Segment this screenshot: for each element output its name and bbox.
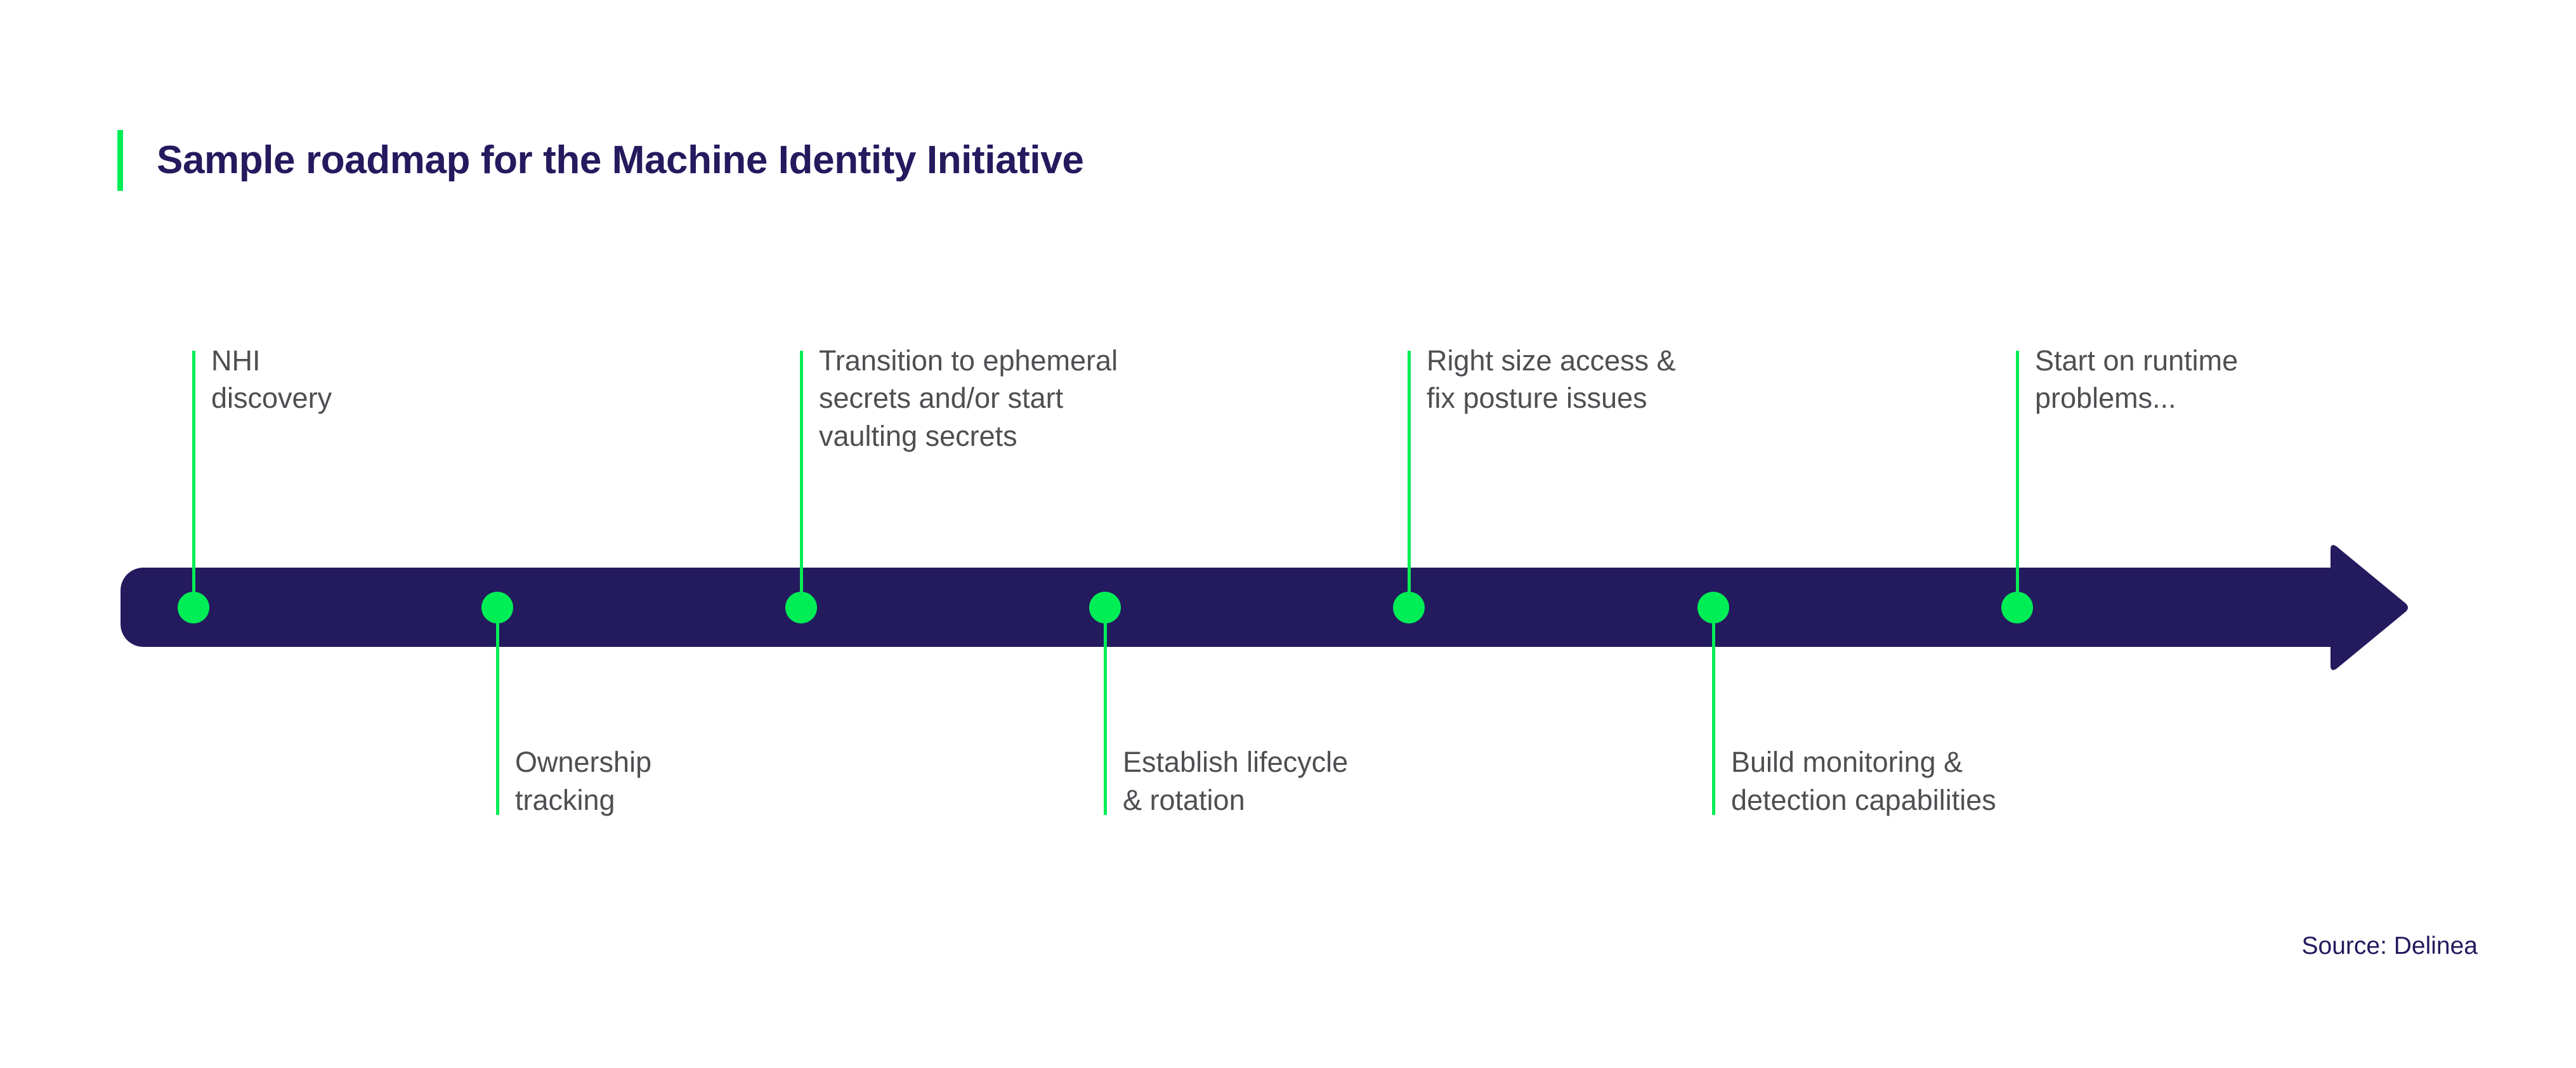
source-note: Source: Delinea: [2301, 932, 2478, 960]
milestone-label: Build monitoring & detection capabilitie…: [1731, 746, 1996, 816]
timeline-bar: [121, 568, 2331, 647]
milestone-label: Right size access & fix posture issues: [1427, 344, 1676, 415]
milestone-connector-line: [495, 608, 499, 815]
milestone-connector-line: [192, 351, 195, 608]
milestone-label: Ownership tracking: [515, 746, 652, 816]
milestone-connector-line: [2015, 351, 2019, 608]
milestone-dot[interactable]: [178, 592, 209, 623]
milestone-label: Transition to ephemeral secrets and/or s…: [819, 344, 1118, 452]
right-arrow-icon: [2324, 541, 2409, 674]
milestone-connector-line: [1407, 351, 1411, 608]
milestone-dot[interactable]: [2001, 592, 2033, 623]
milestone-connector-line: [1103, 608, 1107, 815]
title-text: Sample roadmap for the Machine Identity …: [157, 138, 1084, 182]
milestone-dot[interactable]: [1393, 592, 1425, 623]
title-accent-bar: [117, 130, 123, 191]
milestone-dot[interactable]: [785, 592, 817, 623]
milestone-dot[interactable]: [1697, 592, 1729, 623]
milestone-connector-line: [1711, 608, 1715, 815]
milestone-connector-line: [799, 351, 803, 608]
milestone-dot[interactable]: [1089, 592, 1121, 623]
milestone-label: Start on runtime problems...: [2035, 344, 2239, 415]
page-title: Sample roadmap for the Machine Identity …: [117, 130, 1084, 191]
milestone-label: Establish lifecycle & rotation: [1123, 746, 1349, 816]
milestone-dot[interactable]: [481, 592, 513, 623]
milestone-label: NHI discovery: [211, 344, 332, 415]
